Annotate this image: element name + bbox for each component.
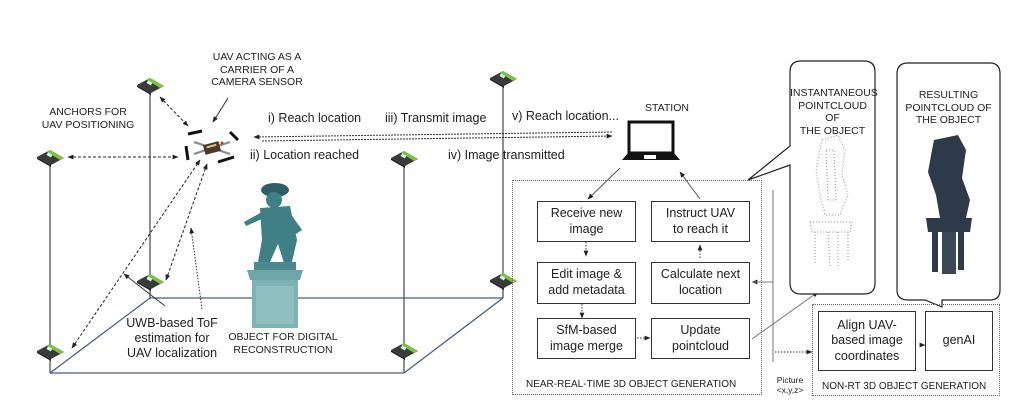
uwb-label: UWB-based ToF estimation for UAV localiz…	[126, 316, 218, 360]
instantaneous-pointcloud	[809, 134, 853, 269]
uwb-pointer-1	[123, 273, 166, 307]
anchors-label: ANCHORS FOR UAV POSITIONING	[41, 106, 135, 131]
instruct-to-station-arrow	[679, 171, 701, 200]
uwb-pointer-2	[189, 227, 203, 310]
uav-pointer	[212, 97, 229, 123]
non-rt-title: NON-RT 3D OBJECT GENERATION	[822, 381, 987, 392]
near-rt-section	[512, 180, 762, 395]
near-rt-title: NEAR-REAL-TIME 3D OBJECT GENERATION	[526, 379, 737, 390]
anchor-top-front-left	[37, 150, 64, 167]
receive-new-image-box: Receive new image	[537, 201, 636, 242]
non-rt-section	[812, 304, 1000, 396]
station-laptop-icon	[622, 120, 680, 160]
object-label: OBJECT FOR DIGITAL RECONSTRUCTION	[228, 331, 338, 356]
msg-image-transmitted: iv) Image transmitted	[448, 148, 565, 162]
resulting-pointcloud-label: RESULTING POINTCLOUD OF THE OBJECT	[905, 89, 992, 127]
resulting-pointcloud	[926, 135, 972, 274]
anchor-top-back-left	[137, 78, 164, 95]
message-arrows	[253, 131, 613, 142]
statue-object	[244, 183, 303, 328]
picture-label: Picture <x,y,z>	[776, 375, 804, 396]
calculate-next-location-box: Calculate next location	[651, 262, 750, 304]
anchor-top-front-right	[391, 151, 418, 168]
update-pointcloud-box: Update pointcloud	[651, 318, 750, 359]
uwb-ranging-arrows	[67, 96, 208, 349]
anchor-top-back-right	[490, 71, 517, 88]
sfm-merge-box: SfM-based image merge	[537, 318, 636, 359]
anchor-bottom-front-right	[391, 343, 418, 360]
bubble-instantaneous	[747, 60, 876, 295]
anchor-bottom-front-left	[37, 344, 64, 361]
instantaneous-pointcloud-label: INSTANTANEOUS POINTCLOUD OF THE OBJECT	[790, 87, 878, 137]
edit-image-box: Edit image & add metadata	[537, 262, 636, 304]
msg-reach-location: i) Reach location	[268, 111, 362, 125]
genai-box: genAI	[925, 311, 993, 371]
align-coordinates-box: Align UAV- based image coordinates	[818, 311, 916, 371]
msg-reach-location-next: v) Reach location...	[512, 109, 619, 123]
msg-location-reached: ii) Location reached	[250, 148, 360, 162]
update-to-cloud-arrow	[751, 291, 819, 340]
station-to-receive-arrow	[587, 167, 621, 200]
instruct-uav-box: Instruct UAV to reach it	[651, 201, 750, 242]
uav-drone-icon	[184, 129, 240, 164]
uav-carrier-label: UAV ACTING AS A CARRIER OF A CAMERA SENS…	[211, 51, 303, 89]
msg-transmit-image: iii) Transmit image	[385, 111, 487, 125]
anchor-bottom-back-left	[137, 274, 164, 291]
station-label: STATION	[645, 102, 689, 114]
